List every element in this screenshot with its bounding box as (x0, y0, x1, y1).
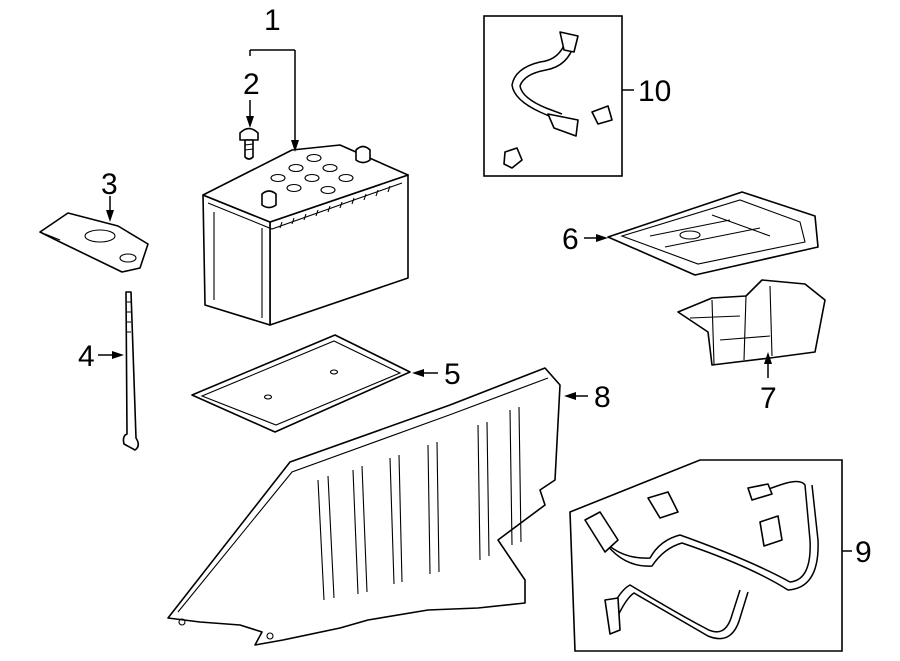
callout-5: 5 (444, 358, 461, 391)
callout-4: 4 (78, 340, 95, 373)
splash-shield (167, 367, 561, 646)
callout-8: 8 (594, 381, 611, 414)
callout-9: 9 (855, 536, 872, 569)
callout-2: 2 (243, 68, 260, 101)
callout-3: 3 (101, 168, 118, 201)
hold-down-bracket (39, 212, 149, 273)
callout-6: 6 (562, 223, 579, 256)
battery-insulator (607, 191, 819, 276)
callout-10: 10 (638, 75, 671, 108)
callout-7: 7 (760, 382, 777, 415)
ground-cable (483, 15, 623, 177)
battery-tray (191, 334, 411, 433)
terminal-cover (677, 279, 826, 366)
hold-down-rod (122, 291, 140, 451)
battery (202, 144, 409, 326)
battery-cable-assembly (569, 459, 843, 652)
hold-down-bolt (239, 127, 259, 160)
leader-lines (98, 49, 852, 552)
callout-1: 1 (264, 4, 281, 37)
